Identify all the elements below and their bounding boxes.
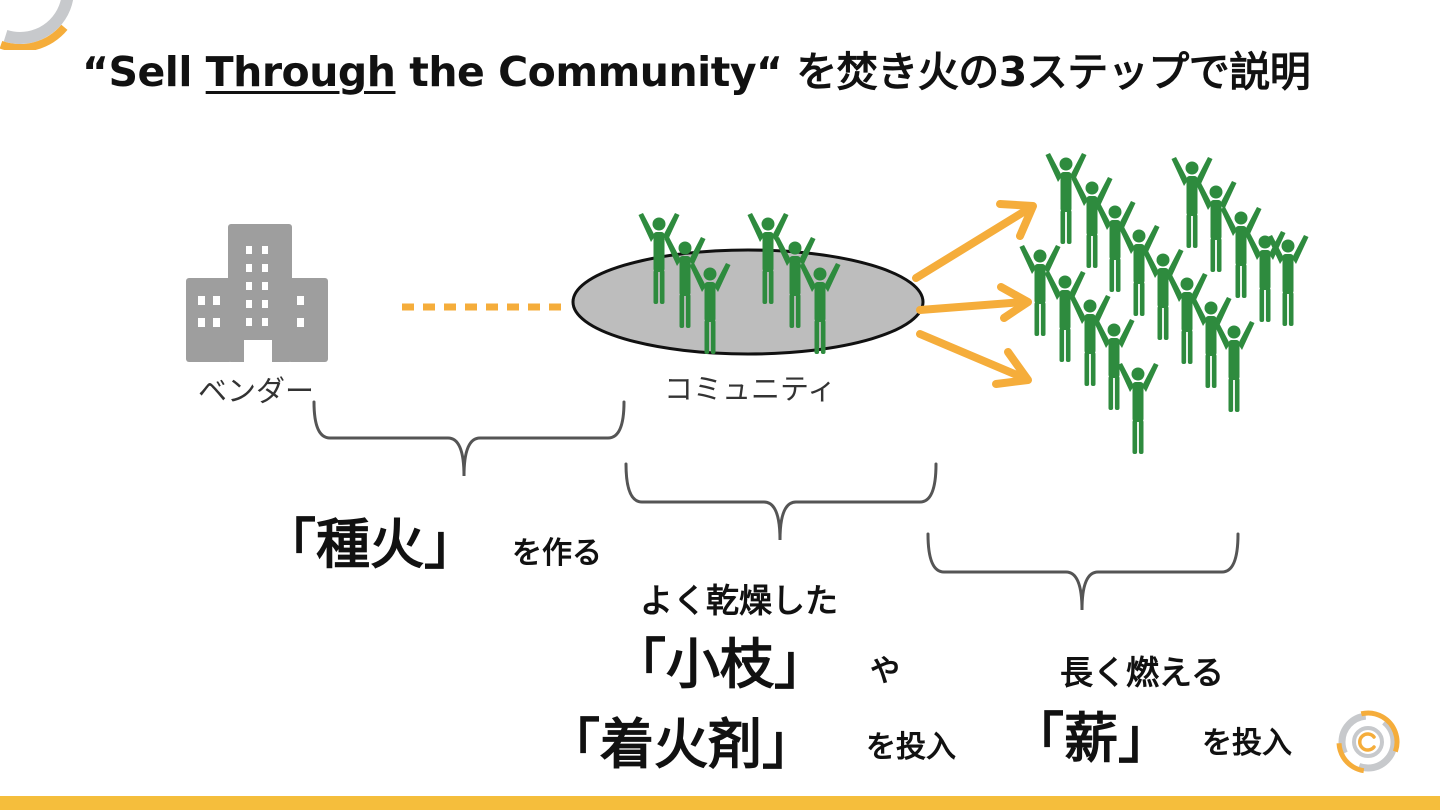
title-quote-open: “Sell [82, 48, 206, 96]
step2-suffix: を投入 [866, 730, 956, 765]
person-icon [1244, 231, 1286, 322]
logo-icon-top [0, 0, 80, 50]
community-label: コミュニティ [664, 372, 837, 406]
step2-mid: や [870, 654, 900, 689]
crowd-people [1019, 153, 1309, 454]
page-title: “Sell Through the Community“ を焚き火の3ステップで… [82, 38, 1311, 98]
vendor-label: ベンダー [198, 374, 315, 408]
step-brackets [312, 400, 1240, 611]
person-icon [1093, 319, 1135, 410]
person-icon [1045, 153, 1087, 244]
step2-main2: 「着火剤」 [546, 713, 816, 776]
title-quote-rest: the Community“ [395, 48, 797, 96]
building-icon [186, 224, 328, 362]
logo-icon [1336, 710, 1400, 774]
title-japanese: を焚き火の3ステップで説明 [796, 48, 1311, 96]
step3-suffix: を投入 [1202, 726, 1292, 761]
bracket-step2 [624, 462, 938, 541]
person-icon [1267, 235, 1309, 326]
step2-main1: 「小枝」 [612, 633, 828, 696]
bracket-step1 [312, 400, 626, 477]
arrow-icon [912, 200, 1037, 388]
step1-main: 「種火」 [262, 513, 478, 576]
step3-main: 「薪」 [1010, 707, 1172, 770]
bottom-accent-bar [0, 796, 1440, 810]
bracket-step3 [926, 532, 1240, 611]
community-disc [571, 248, 925, 356]
title-underlined-word: Through [205, 48, 396, 96]
step2-pre: よく乾燥した [640, 581, 838, 620]
step1-suffix: を作る [512, 536, 602, 571]
person-icon [1213, 321, 1255, 412]
person-icon [1117, 363, 1159, 454]
step3-pre: 長く燃える [1060, 653, 1225, 692]
